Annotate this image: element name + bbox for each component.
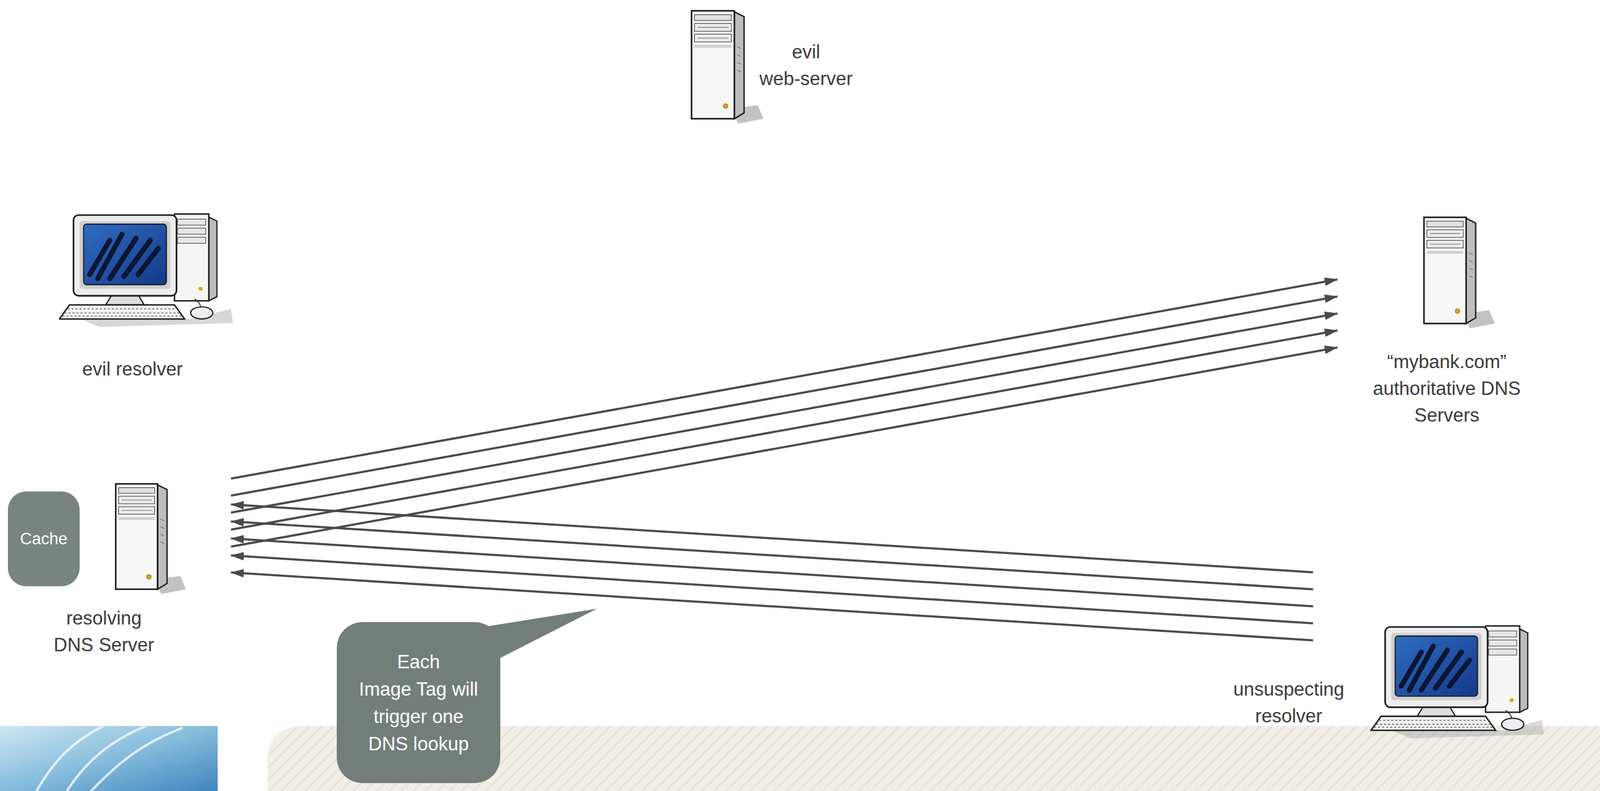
server-icon: [1423, 217, 1495, 329]
word: resolver: [115, 358, 183, 380]
node-label: Each Image Tag will trigger one DNS look…: [359, 648, 479, 759]
word: Tag: [416, 679, 447, 701]
word: resolver: [1255, 705, 1323, 728]
device-node: “mybank.com” authoritative DNS Servers: [1337, 212, 1495, 350]
device-node: evil resolver: [58, 212, 237, 329]
word: Server: [98, 634, 154, 656]
computer-icon: [59, 213, 234, 328]
word: Each: [396, 651, 441, 673]
word: evil: [82, 358, 111, 380]
word: authoritative: [1373, 378, 1476, 400]
node-label: resolving DNS Server: [46, 605, 162, 659]
server-icon: [691, 10, 764, 125]
node-label: unsuspecting resolver: [1221, 676, 1356, 731]
device-node: resolving DNS Server: [110, 471, 232, 597]
word: unsuspecting: [1233, 679, 1345, 701]
cache-box: Cache: [7, 491, 80, 587]
lookup-arrow: [231, 504, 1314, 573]
word: will: [451, 679, 478, 701]
device-node: unsuspecting resolver: [1313, 559, 1551, 740]
word: Image: [359, 679, 412, 701]
word: lookup: [413, 733, 469, 756]
lookup-arrow: [231, 330, 1338, 531]
lookup-arrow: [231, 313, 1338, 514]
lookup-arrow: [231, 296, 1338, 497]
server-icon: [115, 483, 187, 594]
word: DNS: [368, 733, 408, 756]
word: one: [432, 706, 464, 728]
node-label: Cache: [20, 528, 68, 551]
word: resolving: [66, 607, 142, 630]
lookup-arrow: [231, 572, 1314, 641]
word: “mybank.com”: [1387, 351, 1507, 373]
decor-swirl-lines: [36, 726, 183, 791]
device-node: evil web-server: [685, 7, 764, 125]
decor-swirl: [0, 726, 218, 791]
node-label: “mybank.com” authoritative DNS Servers: [1361, 348, 1532, 430]
lookup-arrow: [231, 538, 1314, 607]
word: Servers: [1414, 404, 1480, 427]
callout-bubble: Each Image Tag will trigger one DNS look…: [336, 622, 501, 784]
node-label: evil web-server: [745, 38, 867, 93]
word: DNS: [53, 634, 94, 656]
word: evil: [792, 41, 821, 63]
computer-icon: [1370, 626, 1544, 739]
word: trigger: [373, 706, 427, 728]
lookup-arrow: [231, 347, 1338, 548]
word: Cache: [20, 530, 68, 549]
node-label: evil resolver: [41, 356, 224, 383]
word: DNS: [1480, 378, 1521, 400]
word: web-server: [759, 68, 853, 90]
lookup-arrow: [231, 555, 1314, 624]
lookup-arrow: [231, 279, 1338, 480]
lookup-arrow: [231, 521, 1314, 590]
